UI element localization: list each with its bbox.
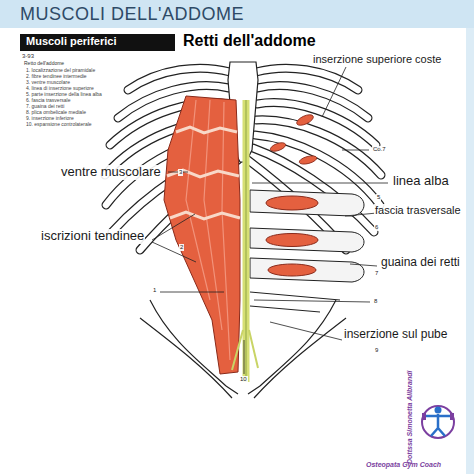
sheath-sections-part xyxy=(250,228,364,252)
header-band-text: MUSCOLI DELL'ADDOME xyxy=(20,4,244,25)
rectus-muscle-part xyxy=(295,113,315,128)
legend-item: 9. inserzione inferiore xyxy=(26,116,74,122)
callout-number: 7 xyxy=(374,270,379,277)
legend-item: 5. parte inserzione della linea alba xyxy=(26,92,102,98)
pelvis-outline-part xyxy=(254,318,346,398)
leader-lines-part xyxy=(254,300,370,302)
section-bar-text: Muscoli periferici xyxy=(26,35,116,47)
legend-heading: Retto dell'addome xyxy=(24,61,64,67)
callout-number: 10 xyxy=(239,376,248,383)
sheath-sections-part xyxy=(268,264,316,276)
pelvis-outline-part xyxy=(260,300,336,386)
leader-lines-part xyxy=(152,214,196,262)
legend-item: 7. guaina dei retti xyxy=(26,104,64,110)
callout-number: Co.7 xyxy=(372,146,387,153)
watermark-text: Dottssa Simonetta Alibrandi xyxy=(406,371,414,464)
rectus-muscle-part xyxy=(164,96,240,374)
rectus-muscle-part xyxy=(170,212,240,219)
legend-item: 3. ventre muscolare xyxy=(26,80,70,86)
pelvis-outline-part xyxy=(226,386,260,394)
sheath-sections xyxy=(250,190,364,312)
sheath-sections-part xyxy=(250,292,340,312)
sheath-sections-part xyxy=(250,258,364,282)
header-band: MUSCOLI DELL'ADDOME xyxy=(0,0,474,28)
callout-number: 3 xyxy=(178,169,183,176)
part-label: fascia trasversale xyxy=(374,204,462,217)
rectus-muscle-part xyxy=(186,100,230,360)
legend-item: 1. localizzazione del piramidale xyxy=(26,68,95,74)
legend-item: 2. fibre tendinee intermedie xyxy=(26,74,87,80)
leader-lines-part xyxy=(160,292,224,293)
part-label: iscrizioni tendinee xyxy=(40,229,145,244)
rectus-muscle xyxy=(164,96,318,374)
side-strip xyxy=(466,28,474,474)
null-part-part xyxy=(256,120,381,175)
linea-alba-part xyxy=(232,330,258,370)
rectus-muscle-part xyxy=(298,154,317,165)
legend-item: 6. fascia trasversale xyxy=(26,98,70,104)
diagram-title: Retti dell'addome xyxy=(183,32,316,50)
sheath-sections-part xyxy=(266,234,318,247)
watermark-logo xyxy=(422,406,454,438)
linea-alba-part xyxy=(243,100,250,382)
linea-alba xyxy=(232,100,258,382)
part-label: ventre muscolare xyxy=(60,165,162,180)
watermark-logo-part xyxy=(422,413,426,420)
callout-number: 9 xyxy=(374,347,379,354)
sheath-sections-part xyxy=(266,196,318,210)
callout-number: 8 xyxy=(373,298,378,305)
null-part-part xyxy=(256,120,381,175)
figure-number: 3-93 xyxy=(22,53,34,60)
part-label: guaina dei retti xyxy=(380,256,461,270)
watermark-logo-part xyxy=(426,414,450,436)
callout-number: 2 xyxy=(179,244,184,251)
leader-lines-part xyxy=(252,183,388,184)
watermark-logo-part xyxy=(422,406,454,438)
rectus-muscle-part xyxy=(176,127,237,133)
rectus-muscle-part xyxy=(269,141,286,153)
legend-item: 4. linea di inserzione superiore xyxy=(26,86,94,92)
leader-lines-part xyxy=(322,67,346,117)
leader-lines-part xyxy=(350,264,377,266)
linea-alba-part xyxy=(246,100,247,382)
callout-number: 6 xyxy=(374,224,379,231)
watermark-text: Osteopata Gym Coach xyxy=(366,461,441,469)
part-label: inserzione sul pube xyxy=(343,328,448,342)
leader-lines-part xyxy=(270,322,342,340)
callout-number: 5 xyxy=(376,194,381,201)
legend-item: 8. plica ombelicale mediale xyxy=(26,110,86,116)
part-label: inserzione superiore coste xyxy=(312,53,442,66)
leader-lines-part xyxy=(345,213,377,216)
callout-number: 1 xyxy=(152,287,157,294)
leader-lines-part xyxy=(244,340,245,374)
legend-item: 10. espansione controlaterale xyxy=(26,122,92,128)
part-label: linea alba xyxy=(392,174,450,189)
leader-lines-part xyxy=(342,150,369,151)
section-bar: Muscoli periferici xyxy=(20,34,175,51)
rectus-muscle-part xyxy=(167,170,239,177)
sheath-sections-part xyxy=(250,190,364,216)
watermark-logo-part xyxy=(435,407,442,414)
watermark-logo-part xyxy=(450,413,454,420)
